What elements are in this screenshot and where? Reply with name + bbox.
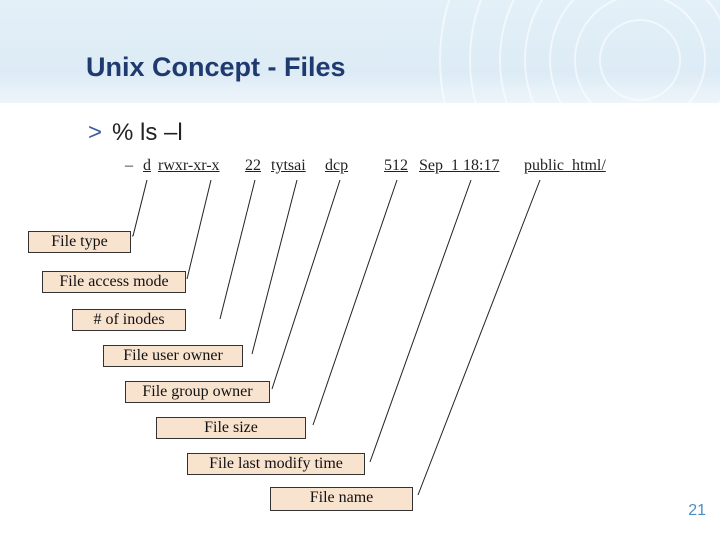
segment-group-owner: dcp — [325, 157, 349, 174]
bullet-command: > % ls –l — [88, 119, 183, 147]
label-name: File name — [270, 487, 413, 511]
label-modify-time: File last modify time — [187, 453, 365, 475]
page-number: 21 — [688, 502, 706, 519]
segment-user-owner: tytsai — [271, 157, 306, 174]
leader-name — [417, 179, 541, 496]
segment-modify-time: Sep 1 18:17 — [419, 157, 500, 174]
leader-file-type — [132, 179, 148, 237]
label-size: File size — [156, 417, 306, 439]
segment-access-mode: rwxr-xr-x — [158, 157, 220, 174]
label-inodes: # of inodes — [72, 309, 186, 331]
segment-file-type: d — [143, 157, 151, 174]
sub-dash: – — [125, 157, 133, 174]
leader-inodes — [219, 179, 256, 320]
label-user-owner: File user owner — [103, 345, 243, 367]
leader-modify-time — [369, 179, 472, 463]
bullet-marker: > — [88, 119, 103, 146]
label-access-mode: File access mode — [42, 271, 186, 293]
label-group-owner: File group owner — [125, 381, 270, 403]
segment-size: 512 — [384, 157, 408, 174]
leader-group-owner — [271, 179, 341, 390]
header-decoration — [439, 0, 720, 103]
label-file-type: File type — [28, 231, 131, 253]
segment-inodes: 22 — [245, 157, 261, 174]
bullet-text: % ls –l — [112, 119, 183, 146]
leader-user-owner — [251, 179, 298, 355]
slide-title: Unix Concept - Files — [86, 52, 346, 82]
leader-access-mode — [186, 179, 212, 280]
segment-name: public_html/ — [524, 157, 606, 174]
leader-size — [312, 179, 398, 426]
